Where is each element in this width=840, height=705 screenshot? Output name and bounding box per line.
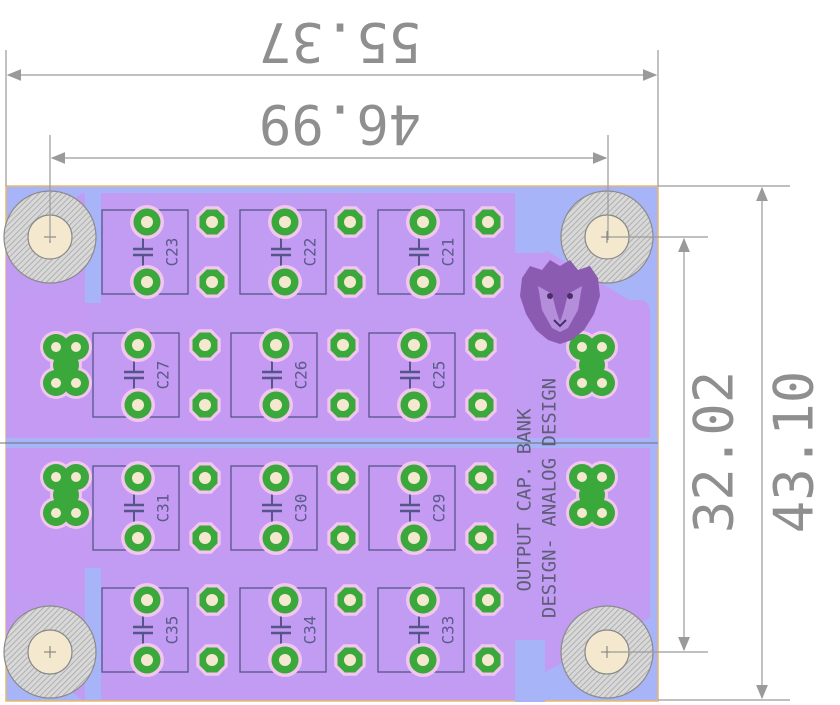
capacitor-pad (268, 265, 302, 299)
capacitor-c30: C30 (230, 461, 318, 555)
board-subtitle: DESIGN- ANALOG DESIGN (539, 378, 561, 618)
lion-head-icon (520, 260, 600, 344)
capacitor-label: C27 (154, 361, 173, 390)
via-pad (327, 522, 359, 554)
capacitor-pad (268, 583, 302, 617)
capacitor-label: C25 (430, 361, 449, 390)
capacitor-pad (259, 521, 293, 555)
via-pad (334, 584, 366, 616)
capacitor-pad (130, 643, 164, 677)
via-pad (196, 206, 228, 238)
capacitor-pad (406, 643, 440, 677)
via-pad (189, 329, 221, 361)
capacitor-pad (121, 388, 155, 422)
capacitor-pad (268, 205, 302, 239)
capacitor-c31: C31 (92, 461, 180, 555)
capacitor-pad (121, 328, 155, 362)
via-pad (334, 266, 366, 298)
capacitor-label: C26 (292, 361, 311, 390)
dimension-lines (0, 50, 790, 701)
capacitor-c23: C23 (101, 205, 189, 299)
capacitor-label: C22 (301, 238, 320, 267)
via-pad (327, 329, 359, 361)
via-pad (334, 206, 366, 238)
via-pad (472, 584, 504, 616)
capacitor-pad (406, 583, 440, 617)
via-pad (472, 206, 504, 238)
via-pad (472, 644, 504, 676)
outer-height-label: 43.10 (763, 371, 826, 534)
capacitor-c35: C35 (101, 583, 189, 677)
via-pad (465, 462, 497, 494)
capacitor-c25: C25 (368, 328, 456, 422)
outer-width-label: 55.37 (259, 10, 422, 73)
via-pad (189, 462, 221, 494)
via-pad (327, 462, 359, 494)
via-pad (196, 584, 228, 616)
capacitor-label: C31 (154, 494, 173, 523)
capacitor-pad (406, 205, 440, 239)
capacitor-pad (406, 265, 440, 299)
via-pad (189, 389, 221, 421)
edge-connector-pads (40, 331, 618, 529)
capacitor-pad (397, 521, 431, 555)
capacitor-pad (130, 205, 164, 239)
capacitor-pad (397, 388, 431, 422)
inner-height-label: 32.02 (683, 371, 746, 534)
capacitor-pad (259, 328, 293, 362)
capacitor-c29: C29 (368, 461, 456, 555)
via-pad (472, 266, 504, 298)
via-pad (334, 644, 366, 676)
capacitor-label: C29 (430, 494, 449, 523)
capacitor-c34: C34 (239, 583, 327, 677)
terminal-pad-cluster (40, 461, 92, 529)
inner-width-label: 46.99 (259, 92, 422, 155)
capacitor-pad (121, 521, 155, 555)
capacitor-label: C35 (163, 616, 182, 645)
capacitor-pad (121, 461, 155, 495)
via-pad (327, 389, 359, 421)
capacitor-pad (268, 643, 302, 677)
capacitor-label: C21 (439, 238, 458, 267)
capacitor-c27: C27 (92, 328, 180, 422)
terminal-pad-cluster (566, 461, 618, 529)
mounting-hole (560, 605, 654, 699)
board-title: OUTPUT CAP. BANK (514, 408, 536, 592)
capacitor-label: C30 (292, 494, 311, 523)
capacitor-c26: C26 (230, 328, 318, 422)
capacitor-c21: C21 (377, 205, 465, 299)
capacitor-pad (397, 461, 431, 495)
via-pad (189, 522, 221, 554)
capacitor-c33: C33 (377, 583, 465, 677)
via-pad (196, 266, 228, 298)
via-pad (465, 389, 497, 421)
capacitor-pad (259, 388, 293, 422)
capacitor-pad (130, 583, 164, 617)
capacitor-label: C23 (163, 238, 182, 267)
terminal-pad-cluster (40, 331, 92, 399)
capacitor-pad (259, 461, 293, 495)
capacitor-pad (397, 328, 431, 362)
mounting-hole (3, 605, 97, 699)
capacitor-label: C34 (301, 616, 320, 645)
mounting-hole (560, 190, 654, 284)
via-pad (465, 522, 497, 554)
via-pad (196, 644, 228, 676)
capacitor-pad (130, 265, 164, 299)
via-pad (465, 329, 497, 361)
capacitor-c22: C22 (239, 205, 327, 299)
capacitor-label: C33 (439, 616, 458, 645)
terminal-pad-cluster (566, 331, 618, 399)
